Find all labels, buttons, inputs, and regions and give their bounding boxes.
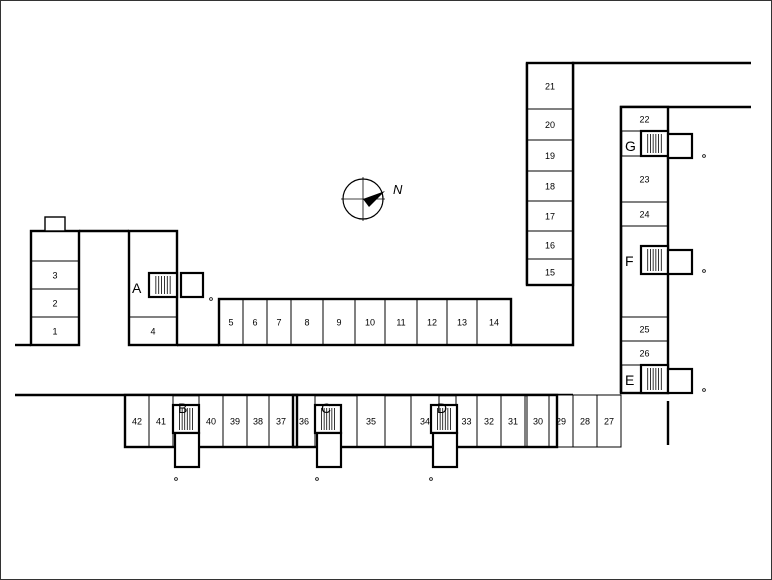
wing-outline (525, 61, 575, 287)
unit-label: 2 (52, 299, 57, 309)
stair-landing (431, 431, 459, 469)
stair-label: G (625, 138, 636, 154)
stair-core (639, 363, 670, 395)
stair-label: A (132, 280, 142, 296)
survey-point (174, 477, 178, 481)
survey-point (429, 477, 433, 481)
unit-label: 1 (52, 327, 57, 337)
unit-19-outline (526, 139, 574, 172)
survey-point (209, 297, 213, 301)
unit-label: 10 (365, 318, 375, 328)
unit-25-outline (620, 316, 669, 342)
unit-label: 40 (206, 417, 216, 427)
compass-icon: N (341, 177, 403, 221)
stair-label: B (178, 400, 187, 416)
unit-35-outline (356, 394, 386, 448)
unit-label: 11 (396, 318, 405, 328)
unit-11-outline (384, 298, 418, 346)
stair-label: D (437, 400, 447, 416)
unit-label: 22 (639, 115, 649, 125)
stair-core (639, 129, 670, 158)
survey-point (702, 154, 706, 158)
unit-label: 8 (304, 318, 309, 328)
wing-outline (123, 393, 299, 449)
unit-label: 18 (545, 182, 555, 192)
survey-point (315, 477, 319, 481)
unit-label: 23 (639, 175, 649, 185)
unit-label: 38 (253, 417, 263, 427)
unit-label: 34 (420, 417, 430, 427)
unit-label: 31 (508, 417, 518, 427)
unit-label: 6 (252, 318, 257, 328)
unit-18-outline (526, 170, 574, 202)
unit-label: 4 (150, 327, 155, 337)
unit-label: 36 (299, 417, 309, 427)
stair-landing (179, 271, 205, 299)
stair-label: F (625, 253, 634, 269)
unit-label: 27 (604, 417, 614, 427)
stair-label: C (321, 400, 331, 416)
wing-outline (217, 297, 513, 347)
unit-8-outline (290, 298, 324, 346)
unit-28-outline (572, 394, 598, 448)
unit-23-outline (620, 155, 669, 203)
stair-landing (666, 248, 694, 276)
stair-landing (666, 132, 694, 160)
unit-label: 5 (228, 318, 233, 328)
stair-label: E (625, 372, 634, 388)
unit-label: 17 (545, 212, 555, 222)
unit-label: 19 (545, 151, 555, 161)
stair-core (147, 271, 179, 299)
unit-label: 28 (580, 417, 590, 427)
wing-outline (291, 393, 559, 449)
unit-label: 25 (639, 325, 649, 335)
survey-point (702, 388, 706, 392)
unit-label: 24 (639, 210, 649, 220)
survey-point (702, 269, 706, 273)
unit-label: 37 (276, 417, 286, 427)
unit-label: 30 (533, 417, 543, 427)
unit-label: 21 (545, 82, 555, 92)
unit-label: 35 (366, 417, 376, 427)
unit-label: 9 (336, 318, 341, 328)
unit-label: 14 (489, 318, 499, 328)
unit-label: 26 (639, 349, 649, 359)
unit-label: 20 (545, 120, 555, 130)
unit-2-outline (30, 288, 80, 318)
stair-landing (315, 431, 343, 469)
stair-landing (173, 431, 201, 469)
north-label: N (393, 182, 403, 197)
stair-landing (666, 367, 694, 395)
stair-core (639, 244, 670, 276)
unit-label: 39 (230, 417, 240, 427)
unit-40-outline (198, 394, 224, 448)
unit-label: 29 (556, 417, 566, 427)
unit-label: 12 (427, 318, 437, 328)
unit-label: 15 (545, 268, 555, 278)
unit-label: 3 (52, 271, 57, 281)
unit-label: 42 (132, 417, 142, 427)
unit-label: 16 (545, 241, 555, 251)
unit-label: 32 (484, 417, 494, 427)
external-stair (44, 216, 66, 232)
unit-label: 41 (156, 417, 166, 427)
unit-label: 13 (457, 318, 467, 328)
unit-label: 33 (461, 417, 471, 427)
unit-label: 7 (276, 318, 281, 328)
unit-27-outline (596, 394, 622, 448)
unit-17-outline (526, 200, 574, 232)
